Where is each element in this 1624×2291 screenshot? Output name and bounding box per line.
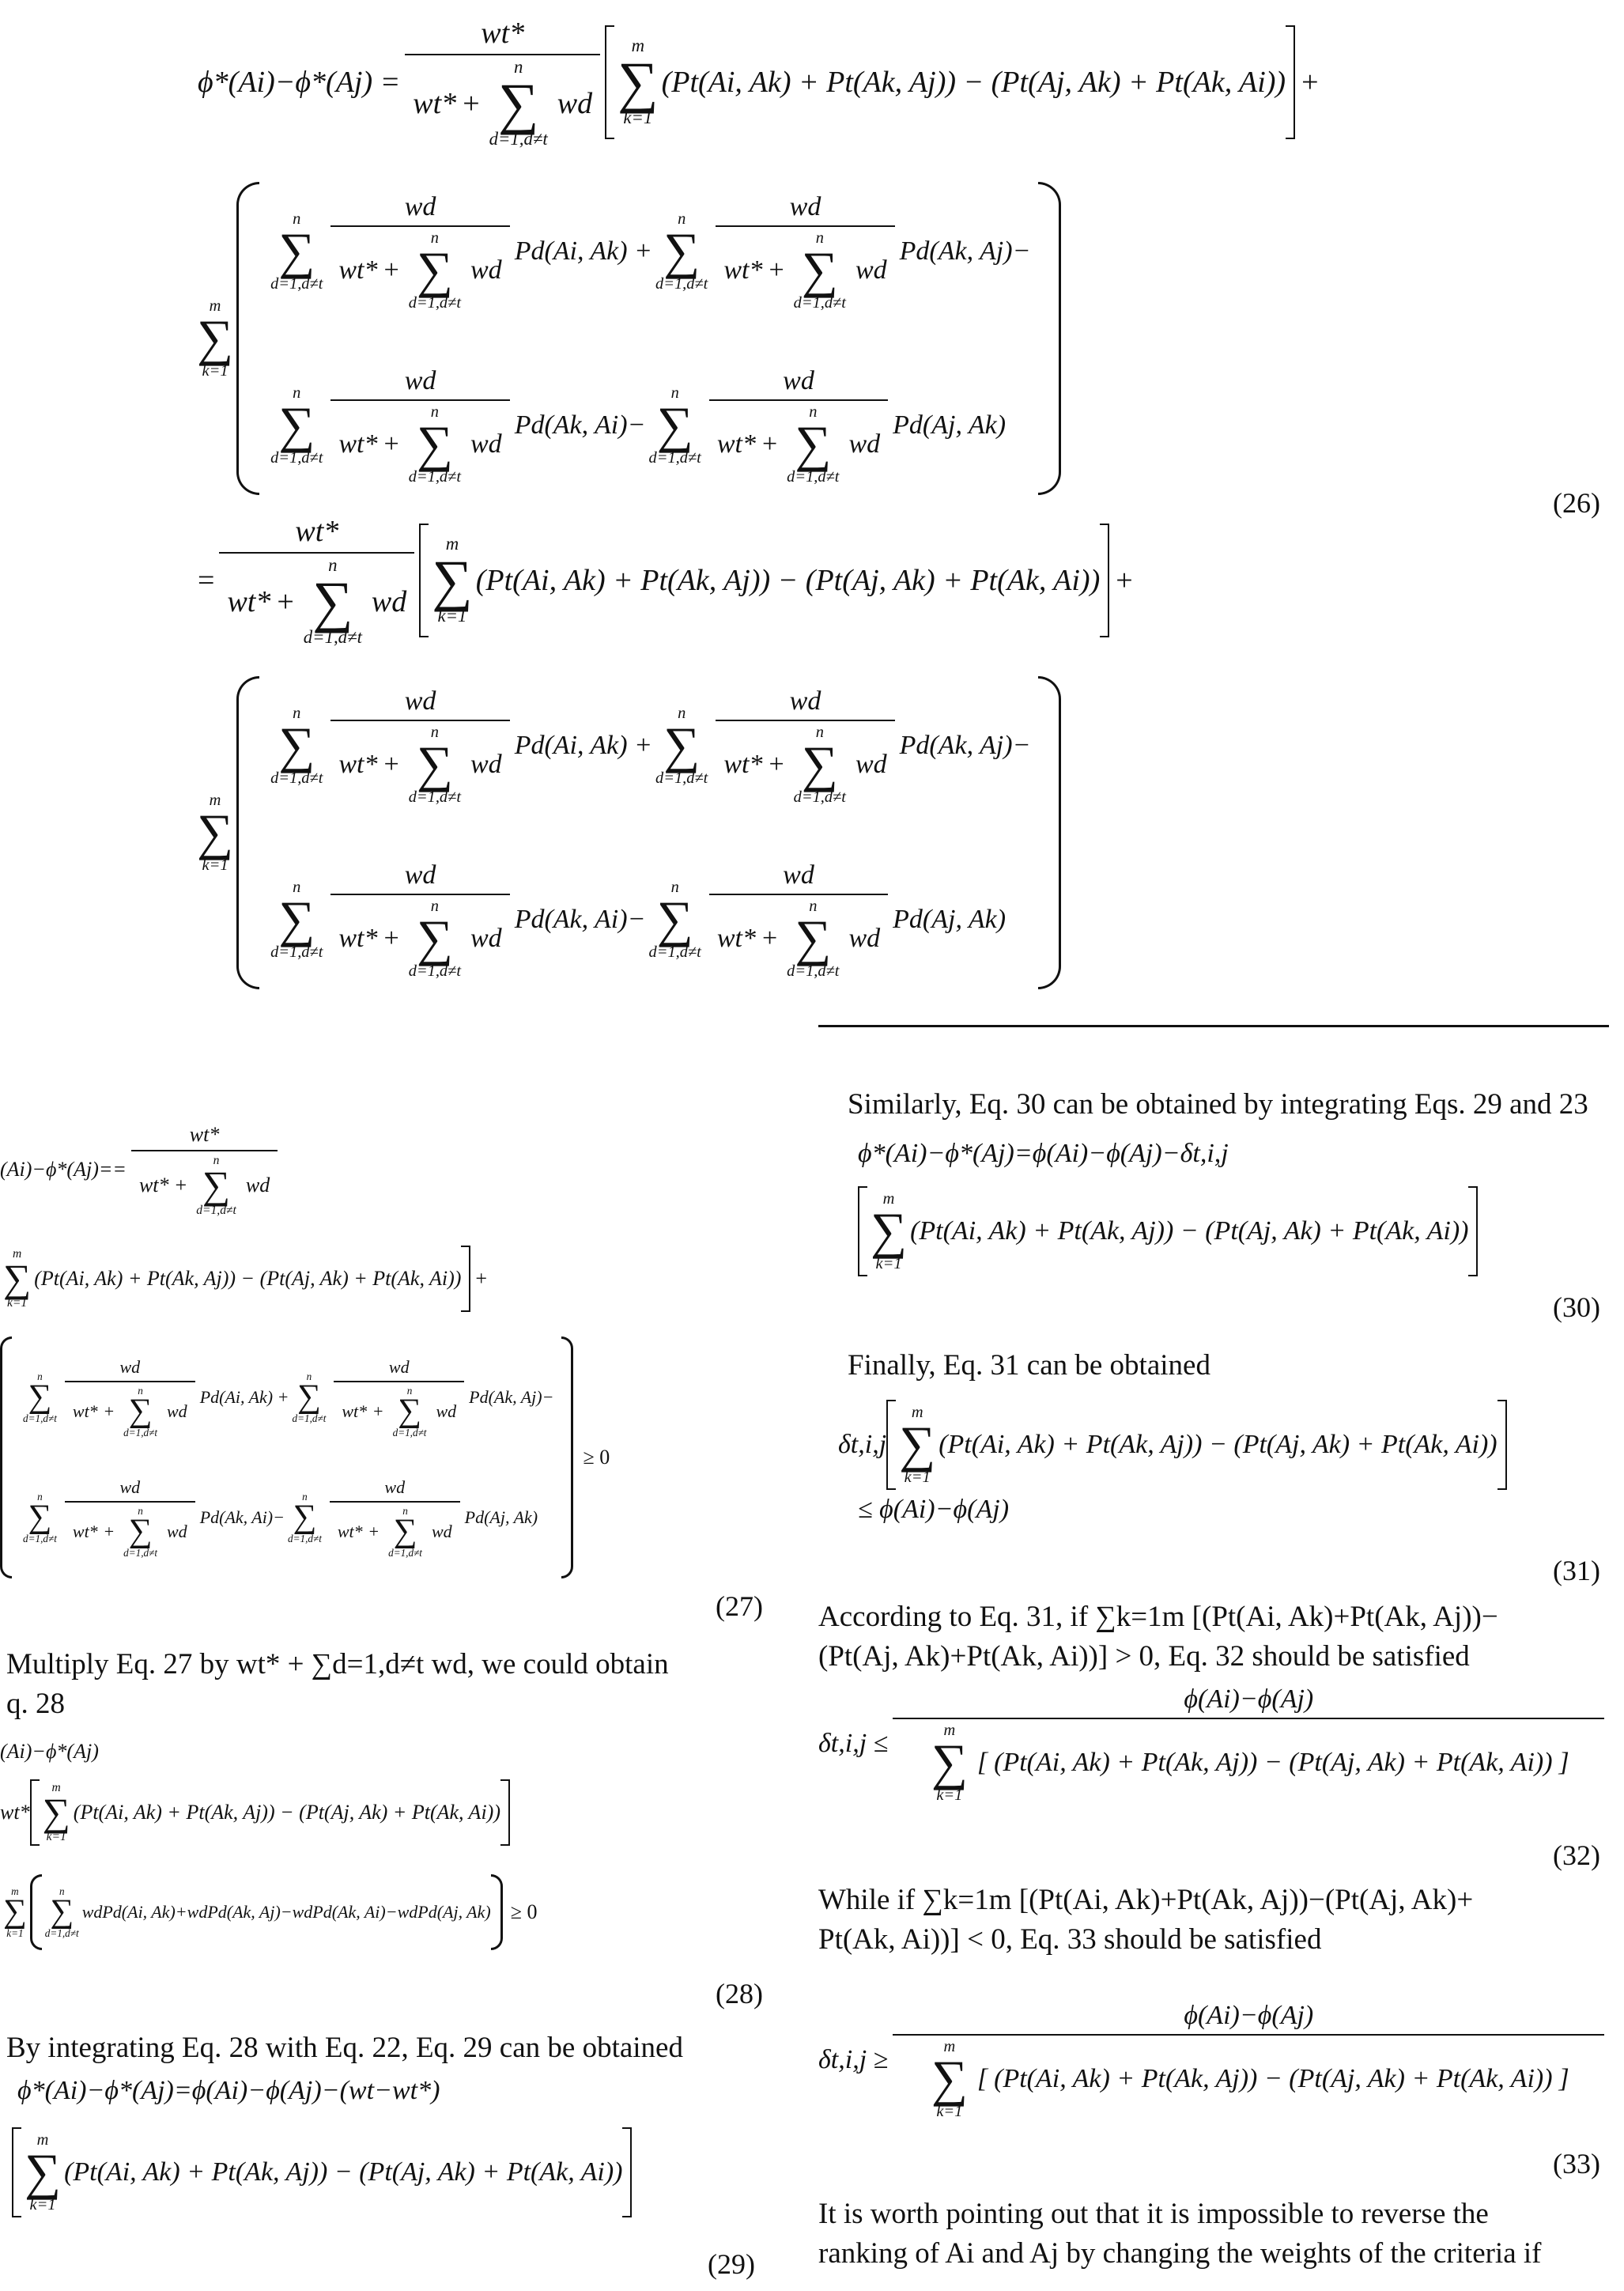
eq32: δt,i,j ≤ ϕ(Ai)−ϕ(Aj) m∑k=1 [(Pt(Ai, Ak) … — [818, 1684, 1609, 1803]
eq28-line2: wt* m∑k=1 (Pt(Ai, Ak) + Pt(Ak, Aj)) − (P… — [0, 1779, 510, 1846]
eq33-number: (33) — [1553, 2148, 1600, 2179]
eq26-number: (26) — [1553, 487, 1600, 519]
eq30-line2: m∑k=1 (Pt(Ai, Ak) + Pt(Ak, Aj)) − (Pt(Aj… — [858, 1186, 1479, 1276]
text-line: q. 28 — [6, 1687, 65, 1720]
sum-symbol: n∑d=1,d≠t — [489, 57, 548, 149]
plus-sign: + — [1301, 66, 1319, 100]
eq32-number: (32) — [1553, 1839, 1600, 1871]
outer-sum: m∑k=1 — [197, 297, 234, 380]
eq28-inner: wdPd(Ai, Ak)+wdPd(Ak, Aj)−wdPd(Ak, Ai)−w… — [81, 1902, 491, 1922]
eq29-number: (29) — [708, 2248, 755, 2280]
sum-bottom: k=1 — [202, 361, 228, 380]
paragraph-while: While if ∑k=1m [(Pt(Ai, Ak)+Pt(Ak, Aj))−… — [818, 1881, 1601, 1960]
eq27-lhs: (Ai)−ϕ*(Aj)== — [0, 1158, 127, 1181]
separator-rule — [818, 1025, 1609, 1027]
eq27-line2: m∑k=1 (Pt(Ai, Ak) + Pt(Ak, Aj)) − (Pt(Aj… — [0, 1246, 487, 1312]
eq30-number: (30) — [1553, 1291, 1600, 1323]
paren-left — [236, 182, 260, 495]
eq26-lhs: ϕ*(Ai)−ϕ*(Aj) = — [198, 66, 401, 100]
sum-top: m — [209, 297, 221, 315]
text-line: (Pt(Aj, Ak)+Pt(Ak, Ai))] > 0, Eq. 32 sho… — [818, 1639, 1470, 1673]
eq33-fraction: ϕ(Ai)−ϕ(Aj) m∑k=1 [(Pt(Ai, Ak) + Pt(Ak, … — [893, 2001, 1605, 2119]
eq33-numerator: ϕ(Ai)−ϕ(Aj) — [1184, 2001, 1314, 2030]
eq27-number: (27) — [716, 1590, 763, 1622]
frac-den: wt*+ n∑d=1,d≠t wd — [405, 54, 601, 149]
eq28-lhs: (Ai)−ϕ*(Aj) — [0, 1740, 99, 1763]
eq29-line2: m∑k=1 (Pt(Ai, Ak) + Pt(Ak, Aj)) − (Pt(Aj… — [12, 2127, 633, 2217]
eq32-numerator: ϕ(Ai)−ϕ(Aj) — [1184, 1684, 1314, 1714]
frac-num: wt* — [481, 17, 525, 50]
eq32-lhs: δt,i,j ≤ — [818, 1729, 889, 1759]
sum-bottom: k=1 — [623, 108, 653, 128]
sum-top: n — [513, 57, 523, 77]
equals-sign: = — [198, 564, 215, 598]
eq32-fraction: ϕ(Ai)−ϕ(Aj) m∑k=1 [(Pt(Ai, Ak) + Pt(Ak, … — [893, 1684, 1605, 1803]
sum-top: m — [631, 36, 645, 55]
eq33-lhs: δt,i,j ≥ — [818, 2045, 889, 2075]
eq29-lhs: ϕ*(Ai)−ϕ*(Aj)=ϕ(Ai)−ϕ(Aj)−(wt−wt*) — [17, 2076, 440, 2105]
bracket-right — [1286, 25, 1296, 140]
text-line: Pt(Ak, Ai))] < 0, Eq. 33 should be satis… — [818, 1922, 1322, 1956]
eq28-number: (28) — [716, 1978, 763, 2009]
den-wt: wt* — [413, 87, 457, 121]
text-line: According to Eq. 31, if ∑k=1m [(Pt(Ai, A… — [818, 1601, 1498, 1633]
paragraph-multiply: Multiply Eq. 27 by wt* + ∑d=1,d≠t wd, we… — [6, 1645, 765, 1724]
eq31-lhs: δt,i,j — [838, 1430, 887, 1459]
paren-right — [1038, 182, 1062, 495]
paragraph-finally: Finally, Eq. 31 can be obtained — [848, 1349, 1210, 1382]
paragraph-worth: It is worth pointing out that it is impo… — [818, 2195, 1601, 2274]
paragraph-according: According to Eq. 31, if ∑k=1m [(Pt(Ai, A… — [818, 1597, 1601, 1677]
text-line: Multiply Eq. 27 by wt* + ∑d=1,d≠t wd, we… — [6, 1648, 669, 1680]
paragraph-similarly: Similarly, Eq. 30 can be obtained by int… — [848, 1088, 1588, 1121]
eq30-lhs: ϕ*(Ai)−ϕ*(Aj)=ϕ(Ai)−ϕ(Aj)−δt,i,j — [858, 1139, 1229, 1168]
bracket-left — [605, 25, 615, 140]
text-line: It is worth pointing out that it is impo… — [818, 2198, 1489, 2230]
text-line: ranking of Ai and Aj by changing the wei… — [818, 2236, 1542, 2270]
bracket-sum-text: (Pt(Ai, Ak) + Pt(Ak, Aj)) − (Pt(Aj, Ak) … — [661, 66, 1286, 100]
eq27-rel: ≥ 0 — [583, 1446, 610, 1469]
eq31-rhs: ≤ ϕ(Ai)−ϕ(Aj) — [858, 1495, 1010, 1524]
sum-symbol: m∑k=1 — [617, 36, 659, 128]
paragraph-integrating: By integrating Eq. 28 with Eq. 22, Eq. 2… — [6, 2032, 683, 2064]
eq26-weight-fraction: wt* wt*+ n∑d=1,d≠t wd — [405, 16, 601, 149]
eq31-number: (31) — [1553, 1555, 1600, 1586]
eq28-rel: ≥ 0 — [510, 1900, 538, 1923]
eq26-line1: ϕ*(Ai)−ϕ*(Aj) = wt* wt*+ n∑d=1,d≠t wd m∑… — [198, 16, 1319, 149]
text-line: While if ∑k=1m [(Pt(Ai, Ak)+Pt(Ak, Aj))−… — [818, 1884, 1474, 1916]
eq31-line1: δt,i,j m∑k=1 (Pt(Ai, Ak) + Pt(Ak, Aj)) −… — [838, 1400, 1507, 1490]
den-wd: wd — [557, 87, 593, 121]
eq33: δt,i,j ≥ ϕ(Ai)−ϕ(Aj) m∑k=1 [(Pt(Ai, Ak) … — [818, 2001, 1609, 2119]
eq28-line3: m∑k=1 n∑d=1,d≠t wdPd(Ai, Ak)+wdPd(Ak, Aj… — [0, 1874, 538, 1950]
sum-bottom: d=1,d≠t — [489, 129, 548, 149]
